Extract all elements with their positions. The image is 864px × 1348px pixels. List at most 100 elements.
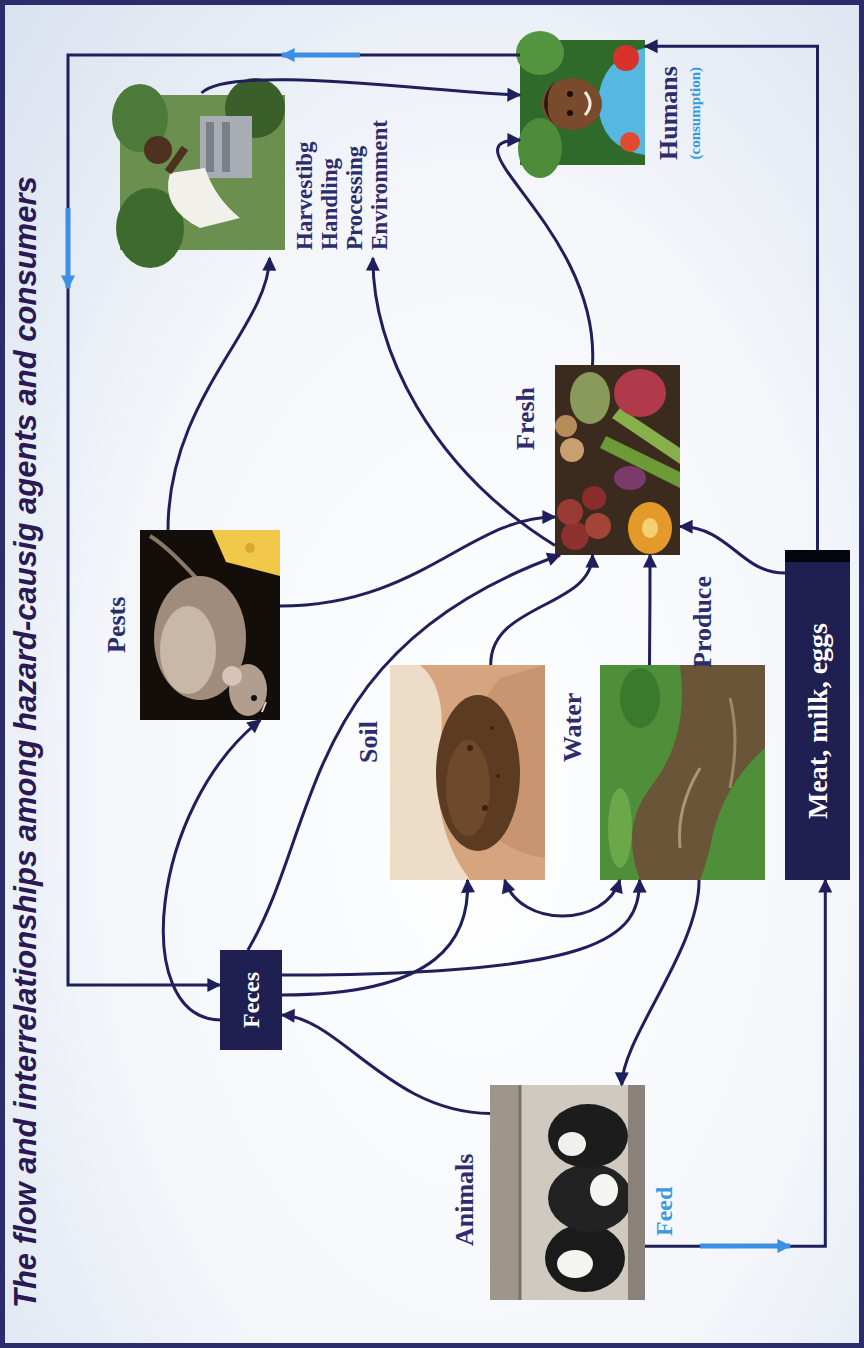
graphic-part: [557, 499, 583, 525]
photo-node: Soil: [390, 665, 545, 880]
flow-highlight: [282, 53, 360, 58]
flow-arrow: [248, 555, 560, 950]
photo-node: Water: [600, 665, 765, 880]
graphic-part: [544, 80, 556, 126]
animals-photo: [490, 1085, 645, 1300]
node-label: Produce: [688, 576, 718, 668]
graphic-part: [545, 1224, 625, 1292]
graphic-part: [222, 666, 242, 686]
graphic-part: [548, 1164, 632, 1232]
flow-highlight: [700, 1244, 790, 1249]
flow-arrow: [498, 140, 593, 365]
graphic-part: [154, 576, 246, 700]
box-label: Meat, milk, eggs: [802, 623, 834, 819]
flow-arrow: [68, 55, 520, 985]
node-label: Environment: [367, 93, 392, 250]
graphic-part: [436, 695, 520, 851]
graphic-part: [614, 369, 666, 417]
flow-arrow: [505, 880, 620, 916]
graphic-part: [490, 1085, 520, 1300]
flow-arrow: [680, 527, 785, 574]
node-label: Fresh: [511, 387, 541, 450]
graphic-part: [608, 788, 632, 868]
graphic-part: [567, 91, 573, 97]
graphic-part: [628, 502, 672, 554]
graphic-part: [560, 438, 584, 462]
node-label: Animals: [450, 1154, 480, 1246]
graphic-part: [200, 116, 252, 178]
photo-node: HarvestibgHandlingProcessingEnvironment: [120, 93, 392, 258]
flow-arrow: [168, 258, 270, 530]
graphic-part: [612, 408, 680, 464]
graphic-part: [557, 1250, 593, 1278]
graphic-part: [613, 45, 639, 71]
graphic-part: [570, 372, 610, 424]
graphic-part: [168, 148, 185, 172]
photo-node: Humans(consumption): [520, 40, 645, 165]
graphic-part: [679, 768, 700, 848]
box-label: Feces: [238, 972, 265, 1028]
graphic-part: [548, 1104, 628, 1168]
graphic-part: [558, 1132, 586, 1156]
flow-arrow: [282, 880, 640, 975]
graphic-part: [420, 665, 545, 880]
node-sublabel: (consumption): [686, 67, 704, 160]
graphic-part: [245, 543, 255, 553]
graphic-part: [140, 530, 280, 720]
harvesting-photo: [112, 78, 285, 268]
node-label: Pests: [102, 597, 132, 653]
node-label: Water: [558, 693, 588, 762]
graphic-part: [585, 513, 611, 539]
node-label: Soil: [354, 721, 384, 763]
edge-label: Feed: [650, 1187, 678, 1236]
graphic-part: [222, 122, 230, 172]
flow-arrow: [282, 880, 468, 995]
graphic-part: [496, 774, 500, 778]
graphic-part: [482, 805, 488, 811]
graphic-part: [262, 702, 266, 712]
graphic-part: [446, 740, 490, 836]
process-box: Meat, milk, eggs: [785, 550, 850, 880]
node-label: Harvestibg: [292, 93, 317, 250]
graphic-part: [467, 745, 473, 751]
graphic-part: [206, 122, 214, 172]
produce-photo: [555, 365, 680, 555]
graphic-part: [168, 168, 240, 228]
graphic-part: [620, 132, 640, 152]
graphic-part: [542, 78, 602, 130]
humans-photo: [516, 31, 645, 178]
flow-arrow: [202, 80, 520, 95]
flow-arrow: [282, 1015, 490, 1113]
graphic-part: [144, 136, 172, 164]
flow-arrow: [645, 880, 825, 1246]
flow-arrow: [648, 555, 652, 665]
graphic-part: [212, 530, 280, 576]
graphic-part: [628, 1085, 645, 1300]
flow-arrow: [645, 46, 818, 550]
graphic-part: [730, 698, 735, 788]
node-label: Processing: [342, 93, 367, 250]
photo-node: FreshProduce: [555, 365, 680, 555]
flow-arrow: [280, 517, 555, 606]
diagram-title: The flow and interrelationships among ha…: [8, 176, 44, 1308]
graphic-part: [490, 726, 494, 730]
graphic-part: [251, 695, 257, 701]
process-box: Feces: [220, 950, 282, 1050]
photo-node: Pests: [140, 530, 280, 720]
soil-photo: [390, 665, 545, 880]
graphic-part: [390, 665, 545, 880]
graphic-part: [519, 1085, 522, 1300]
pests-photo: [140, 530, 280, 720]
graphic-part: [567, 110, 573, 116]
graphic-part: [160, 606, 216, 694]
flow-highlight: [66, 208, 71, 288]
graphic-part: [585, 92, 590, 115]
graphic-part: [518, 118, 562, 178]
flow-arrow: [373, 258, 555, 546]
graphic-part: [600, 665, 765, 880]
